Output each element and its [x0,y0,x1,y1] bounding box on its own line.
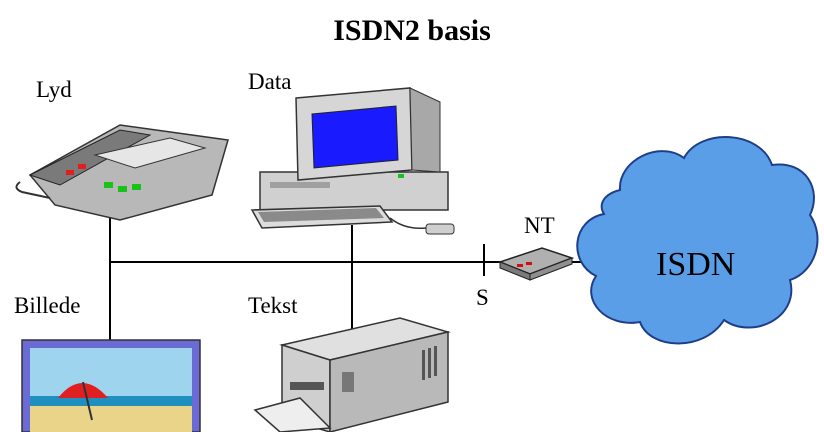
nt-terminator-icon [497,247,575,281]
diagram-title: ISDN2 basis [333,14,491,47]
label-s-reference: S [476,285,489,310]
label-text: Tekst [248,293,298,318]
label-isdn-network: ISDN [656,246,736,283]
telephone-icon [15,124,229,221]
printer-icon [253,317,451,432]
label-sound: Lyd [36,77,72,102]
isdn-cloud-icon [576,136,819,345]
label-nt: NT [524,213,555,238]
picture-display-icon [21,339,201,432]
label-data: Data [248,69,292,94]
label-picture: Billede [14,293,81,318]
computer-icon [250,87,455,235]
